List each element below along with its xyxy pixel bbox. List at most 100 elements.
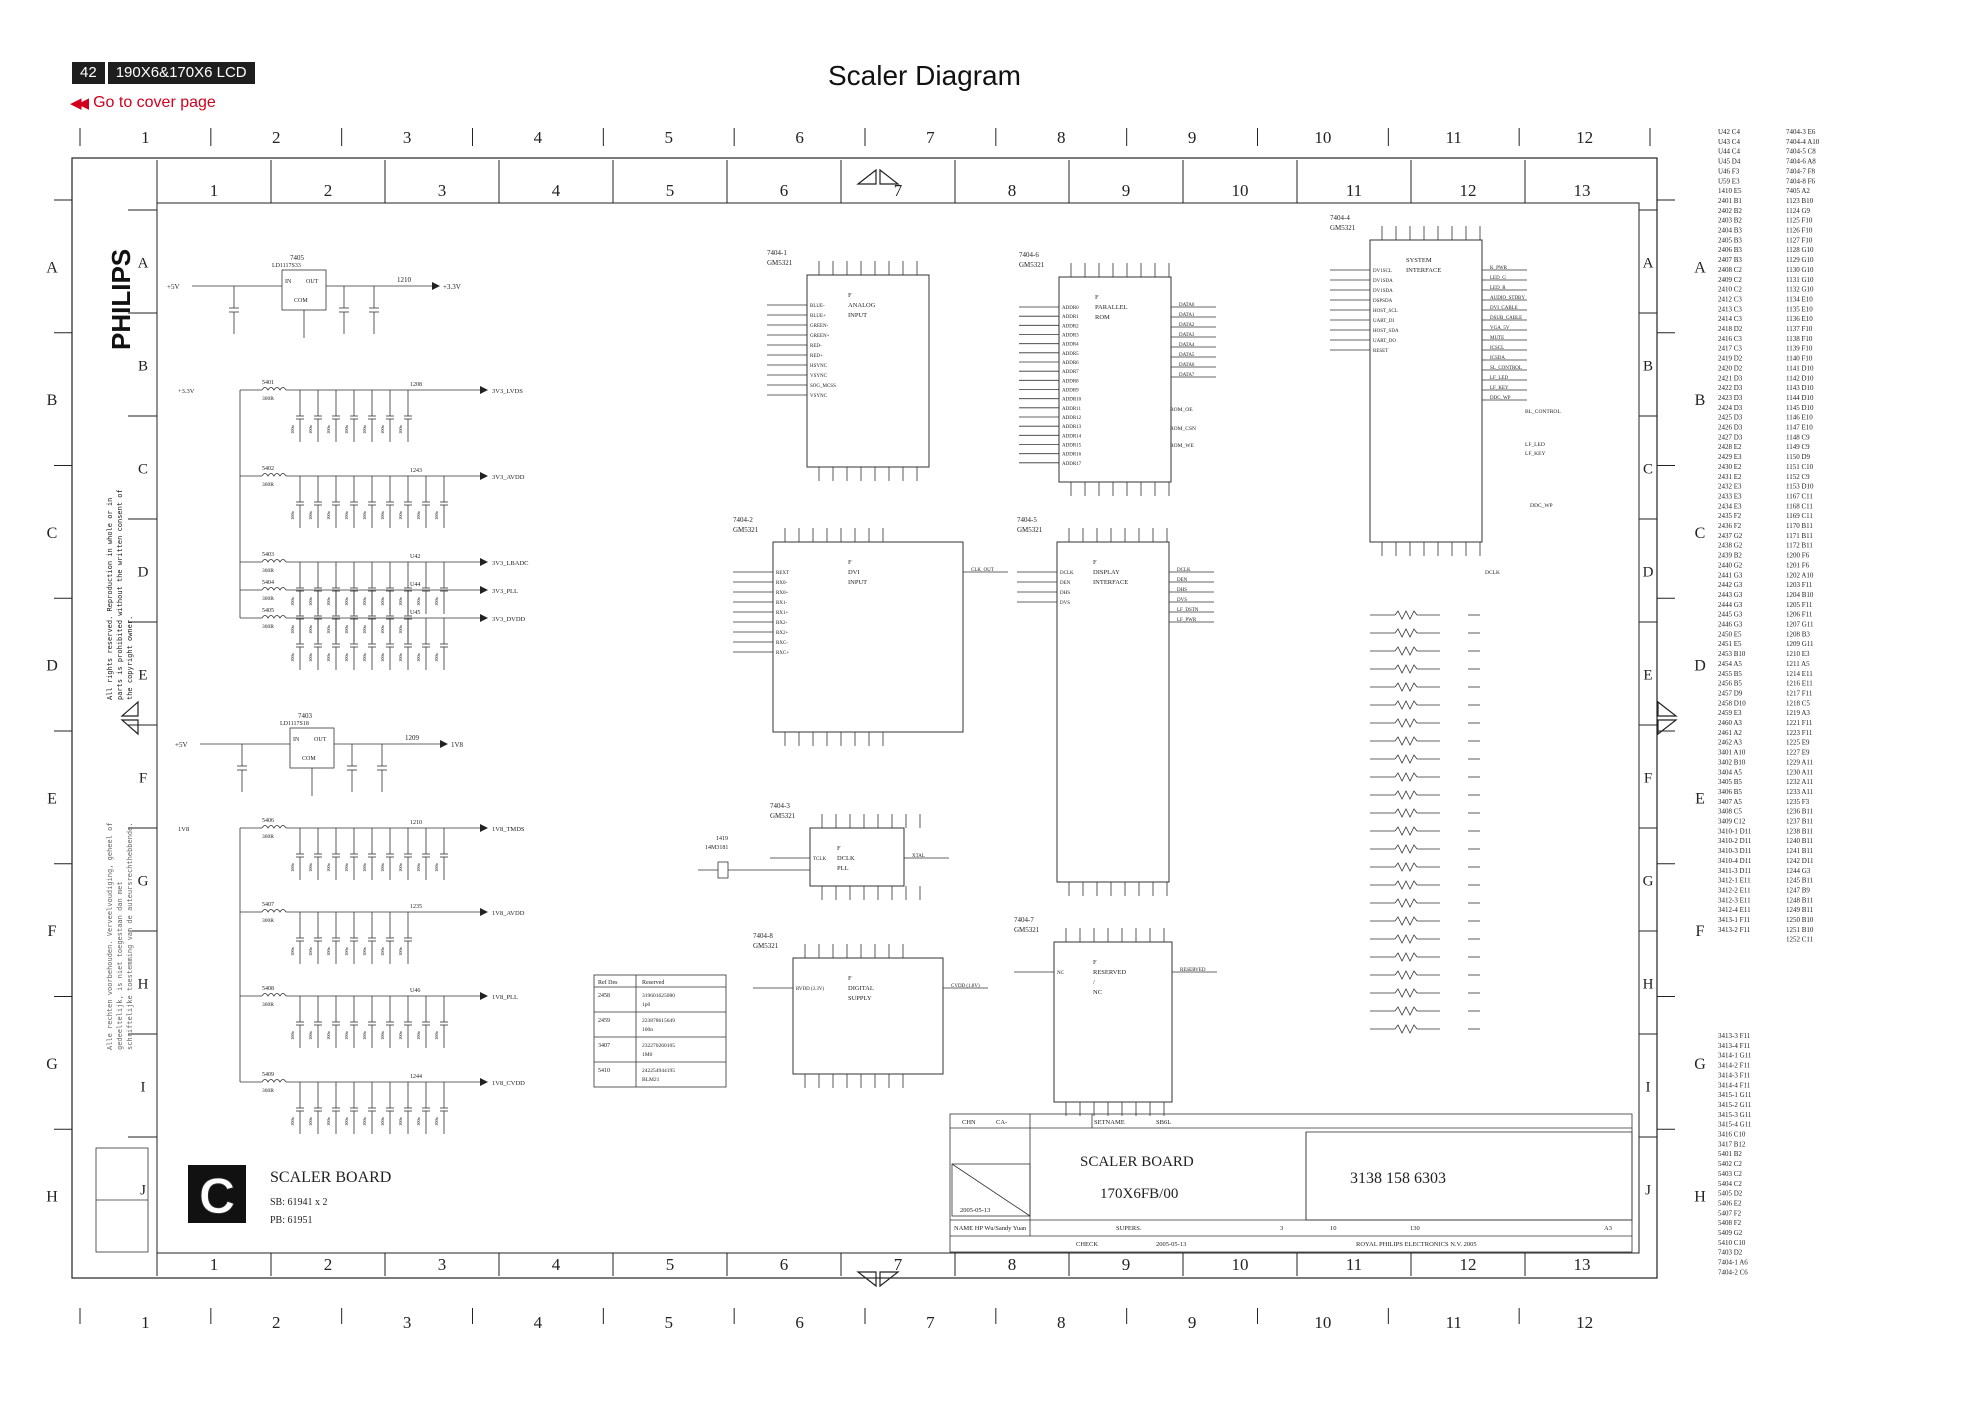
crystal	[717, 861, 729, 879]
ref-index-entry: 2443 G3	[1718, 591, 1743, 599]
cover-link[interactable]: ◀◀ Go to cover page	[70, 94, 216, 112]
ref-index-entry: 7404-5 C8	[1786, 148, 1816, 156]
schematic-text: 100n	[398, 946, 403, 956]
schematic-text: GM5321	[1330, 224, 1356, 232]
schematic-text: 100n	[362, 652, 367, 662]
schematic-text: 1210	[410, 820, 422, 826]
schematic-text: 100n	[416, 1116, 421, 1126]
schematic-text: 100n	[326, 424, 331, 434]
doc-number-box	[1305, 1131, 1633, 1221]
circuit-area: C	[95, 226, 1633, 1253]
ref-index-entry: 2424 D3	[1718, 404, 1743, 412]
schematic-text: 100n	[344, 862, 349, 872]
schematic-text: ICSDA	[1490, 356, 1505, 361]
ref-index-entry: 2461 A2	[1718, 729, 1742, 737]
schematic-text: U42	[410, 554, 420, 560]
schematic-text: ADDR2	[1062, 324, 1079, 329]
row-label: E	[47, 790, 57, 807]
column-label: 2	[324, 1255, 333, 1274]
column-label: 8	[1057, 1313, 1066, 1332]
schematic-text: DATA3	[1179, 333, 1195, 338]
schematic-text: GM5321	[733, 526, 759, 534]
schematic-text: ADDR14	[1062, 434, 1082, 439]
cover-link-label[interactable]: Go to cover page	[93, 94, 216, 111]
ref-index-entry: 2405 B3	[1718, 236, 1742, 244]
ref-index-entry: 1230 A11	[1786, 768, 1814, 776]
ref-index-entry: 1204 B10	[1786, 591, 1814, 599]
schematic-text: 3V3_LBADC	[492, 560, 528, 567]
ref-index-entry: 3404 A5	[1718, 768, 1742, 776]
schematic-text: 2005-05-13	[1156, 1241, 1186, 1248]
ref-index-entry: 1140 F10	[1786, 355, 1813, 363]
schematic-text: 1p0	[642, 1002, 651, 1008]
ref-index-entry: 2402 B2	[1718, 207, 1742, 215]
ref-index-entry: 1229 A11	[1786, 758, 1814, 766]
schematic-text: 100n	[380, 596, 385, 606]
column-label: 9	[1122, 1255, 1131, 1274]
ref-index-entry: 1202 A10	[1786, 571, 1814, 579]
ref-index-entry: 3414-4 F11	[1718, 1081, 1751, 1089]
ref-index-entry: 1127 F10	[1786, 236, 1813, 244]
row-label: C	[138, 462, 148, 478]
schematic-text: DVS	[1177, 598, 1187, 603]
ref-index-entry: 1145 D10	[1786, 404, 1814, 412]
schematic-text: 100n	[362, 424, 367, 434]
schematic-text: 5402	[262, 466, 274, 472]
ref-index-entry: 1205 F11	[1786, 601, 1813, 609]
schematic-text: 1V8_CVDD	[492, 1080, 525, 1087]
schematic-text: DV1SDA	[1373, 289, 1393, 294]
ref-index-entry: 1233 A11	[1786, 788, 1814, 796]
row-label: A	[138, 256, 149, 272]
schematic-text: F	[848, 975, 852, 982]
ic-block	[792, 957, 944, 1075]
schematic-text: ROM_CSN	[1170, 426, 1196, 432]
schematic-text: RVDD (3.3V)	[796, 987, 825, 992]
ref-index-entry: 1172 B11	[1786, 542, 1813, 550]
schematic-text: CA-	[996, 1119, 1007, 1126]
schematic-text: INTERFACE	[1093, 579, 1128, 586]
column-label: 6	[795, 128, 804, 147]
ref-index-entry: 3405 B5	[1718, 778, 1742, 786]
column-label: 8	[1008, 1255, 1017, 1274]
schematic-text: LF_KEY	[1525, 451, 1546, 457]
schematic-text: 100n	[434, 862, 439, 872]
ref-index-entry: 2407 B3	[1718, 256, 1742, 264]
ref-index-entry: 3410-3 D11	[1718, 847, 1752, 855]
ref-index-entry: 3415-4 G11	[1718, 1121, 1752, 1129]
ref-index-entry: 1221 F11	[1786, 719, 1813, 727]
schematic-text: 100n	[308, 1116, 313, 1126]
ref-index-entry: 1240 B11	[1786, 837, 1814, 845]
schematic-text: 100n	[434, 652, 439, 662]
net-arrow-icon	[440, 740, 448, 748]
ref-index-entry: 2454 A5	[1718, 660, 1742, 668]
ref-index-entry: 1129 G10	[1786, 256, 1814, 264]
schematic-text: ADDR4	[1062, 343, 1079, 348]
row-label: D	[46, 658, 58, 675]
column-label: 10	[1232, 181, 1249, 200]
row-label: H	[1694, 1189, 1706, 1206]
ref-index-entry: 1171 B11	[1786, 532, 1813, 540]
schematic-text: 170X6FB/00	[1100, 1186, 1178, 1202]
schematic-text: COM	[294, 298, 308, 304]
column-label: 3	[438, 1255, 447, 1274]
schematic-text: UART_DO	[1373, 339, 1396, 344]
row-label: I	[1646, 1080, 1651, 1096]
ref-index-entry: 1208 B3	[1786, 630, 1810, 638]
schematic-text: 100n	[308, 652, 313, 662]
schematic-text: COM	[302, 756, 316, 762]
schematic-text: 100n	[434, 1116, 439, 1126]
ref-index-entry: 3412-4 E11	[1718, 906, 1751, 914]
schematic-text: 100n	[290, 946, 295, 956]
regulator	[281, 269, 327, 311]
schematic-text: ROM	[1095, 314, 1110, 321]
schematic-text: 100n	[434, 510, 439, 520]
row-label: G	[46, 1056, 58, 1073]
column-label: 11	[1346, 1255, 1362, 1274]
schematic-text: GREEN-	[810, 324, 829, 329]
ref-index-entry: 1249 B11	[1786, 906, 1814, 914]
ic-block	[809, 827, 905, 887]
ref-index-entry: 1219 A3	[1786, 709, 1810, 717]
schematic-text: NC	[1093, 989, 1102, 996]
regulator	[289, 727, 335, 769]
ref-index-entry: 2462 A3	[1718, 739, 1742, 747]
